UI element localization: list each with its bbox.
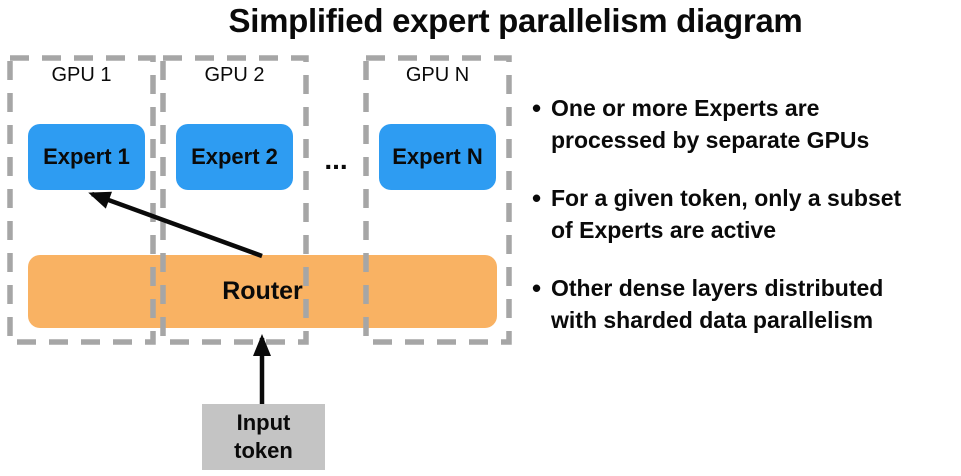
note-item-3: • Other dense layers distributed with sh… [532,272,957,336]
input-token-box: Input token [202,404,325,470]
note-1-line-2: processed by separate GPUs [551,127,870,153]
bullet-icon: • [532,273,542,303]
expert-2-box: Expert 2 [176,124,293,190]
note-2-line-1: For a given token, only a subset [551,185,902,211]
gpu-n-label: GPU N [405,64,470,86]
expert-n-label: Expert N [392,144,483,169]
gpu-1-label: GPU 1 [51,64,112,86]
note-3-text: Other dense layers distributed with shar… [551,272,957,336]
router-box: Router [28,255,497,328]
input-token-line2: token [234,438,293,463]
note-1-line-1: One or more Experts are [551,95,820,121]
note-3-line-1: Other dense layers distributed [551,275,884,301]
note-item-2: • For a given token, only a subset of Ex… [532,182,957,246]
bullet-icon: • [532,183,542,213]
page-title: Simplified expert parallelism diagram [228,2,803,39]
note-item-1: • One or more Experts are processed by s… [532,92,957,156]
notes-list: • One or more Experts are processed by s… [532,92,957,362]
input-token-line1: Input [236,410,291,435]
ellipsis-between-gpus: ... [324,144,348,175]
note-3-line-2: with sharded data parallelism [551,307,874,333]
expert-2-label: Expert 2 [191,144,278,169]
router-to-expert1-arrow [88,191,263,259]
router-label: Router [222,277,303,305]
gpu-2-label: GPU 2 [204,64,265,86]
note-2-text: For a given token, only a subset of Expe… [551,182,957,246]
expert-1-label: Expert 1 [43,144,130,169]
expert-n-box: Expert N [379,124,496,190]
note-2-line-2: of Experts are active [551,217,777,243]
bullet-icon: • [532,93,542,123]
expert-1-box: Expert 1 [28,124,145,190]
note-1-text: One or more Experts are processed by sep… [551,92,957,156]
